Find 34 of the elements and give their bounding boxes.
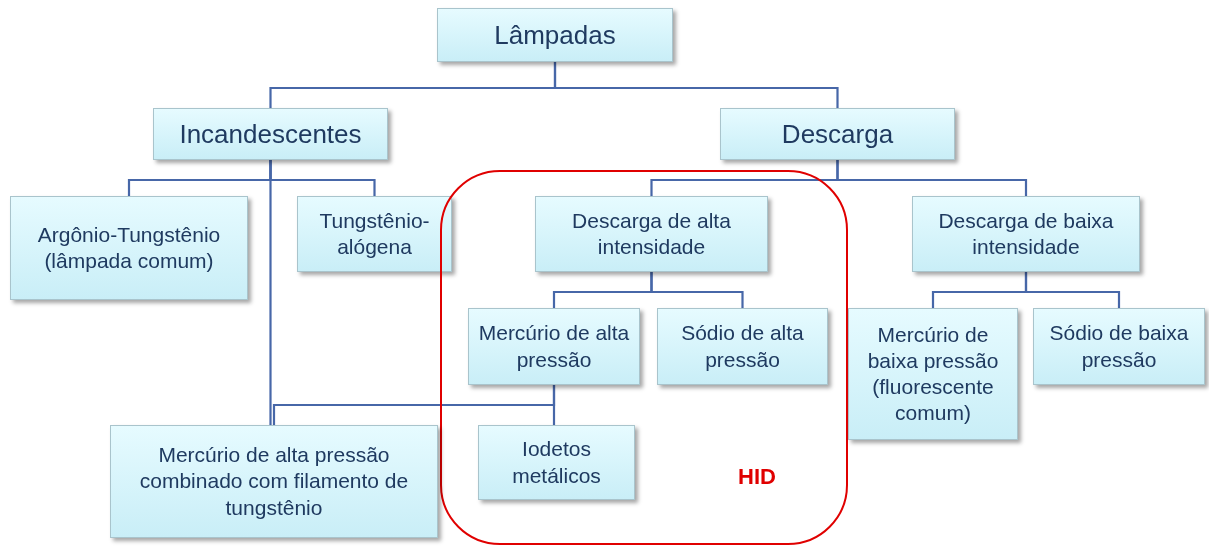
lamp-type-box (657, 308, 828, 385)
connector-line (1024, 272, 1121, 308)
node-label: Mercúrio de alta pressão combinado com filamento de tungstênio (138, 442, 410, 521)
node-label: Sódio de baixa pressão (1048, 320, 1190, 373)
lamp-type-box (110, 425, 438, 538)
lamp-type-box (912, 196, 1140, 272)
lamp-type-box (720, 108, 955, 160)
node-label: Descarga (781, 117, 894, 151)
lamp-type-box (153, 108, 388, 160)
node-label: Descarga de baixa intensidade (937, 207, 1115, 260)
lamp-type-box (437, 8, 673, 62)
node-label: Sódio de alta pressão (680, 320, 805, 373)
lamp-type-box (478, 425, 635, 500)
lamp-type-box (468, 308, 640, 385)
connector-line (553, 62, 839, 108)
node-label: Lâmpadas (494, 18, 616, 52)
connector-line (269, 160, 272, 425)
connector-line (836, 160, 1028, 196)
hid-region (440, 170, 848, 545)
node-label: Argônio-Tungstênio (lâmpada comum) (36, 221, 222, 274)
lamp-type-box (848, 308, 1018, 440)
lamp-type-box (297, 196, 452, 272)
connector-line (650, 272, 744, 308)
node-label: Incandescentes (179, 117, 362, 151)
node-label: Mercúrio de alta pressão (477, 320, 631, 373)
region-label: HID (738, 464, 776, 490)
node-label: Mercúrio de baixa pressão (fluorescente comum) (866, 321, 1000, 427)
node-label: Iodetos metálicos (511, 436, 602, 489)
lamp-type-box (1033, 308, 1205, 385)
node-label: Descarga de alta intensidade (571, 207, 732, 260)
lamp-type-box (535, 196, 768, 272)
node-label: Tungstênio-alógena (318, 207, 431, 260)
lamp-type-box (10, 196, 248, 300)
connector-line (552, 385, 556, 425)
